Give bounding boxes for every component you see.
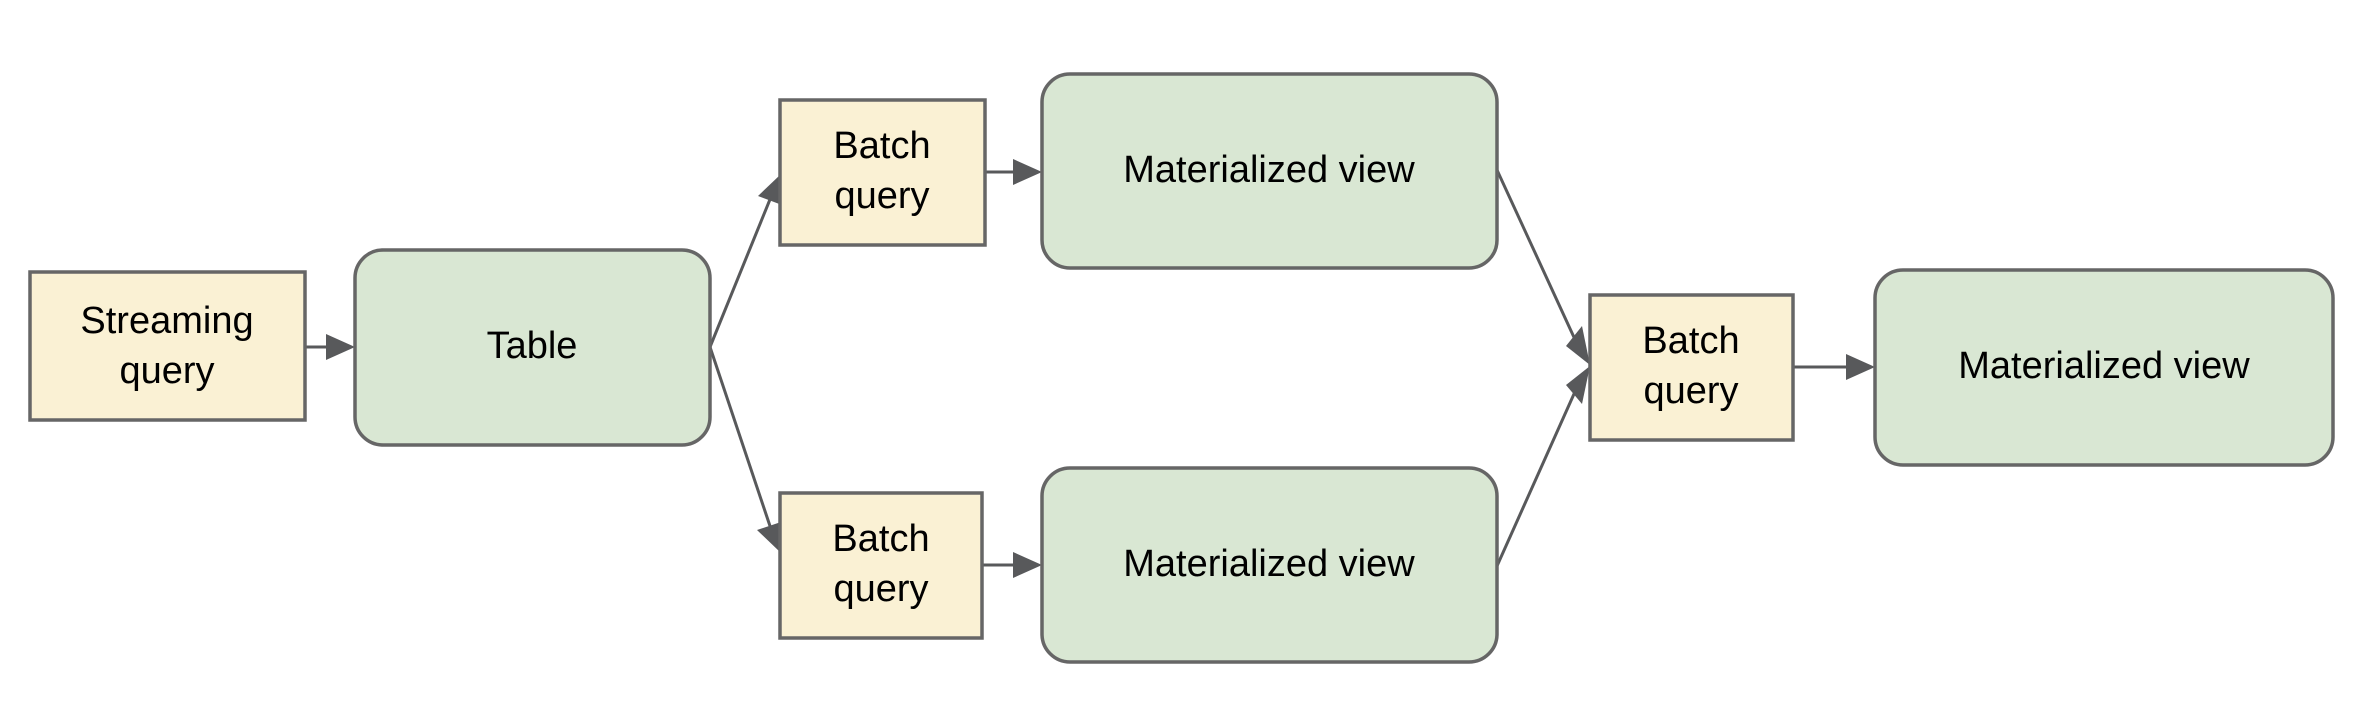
node-layer: Streaming query Table Batch query Materi… bbox=[28, 72, 2335, 664]
arrow-head-icon bbox=[757, 522, 781, 552]
node-batch-query-center[interactable]: Batch query bbox=[1588, 293, 1795, 442]
node-label-line: query bbox=[834, 175, 929, 217]
arrow-head-icon bbox=[758, 175, 782, 205]
node-label-line: Batch bbox=[833, 125, 930, 167]
node-label-line: Materialized view bbox=[1958, 345, 2250, 387]
edge-table-to-batch-bottom bbox=[708, 346, 781, 552]
edge-line bbox=[1495, 169, 1580, 347]
edge-mv-top-to-batch-center bbox=[1495, 169, 1590, 365]
node-shape[interactable] bbox=[1040, 466, 1499, 664]
node-materialized-view-right[interactable]: Materialized view bbox=[1873, 268, 2335, 467]
node-shape[interactable] bbox=[28, 270, 307, 422]
edge-line bbox=[1495, 384, 1580, 567]
node-shape[interactable] bbox=[1588, 293, 1795, 442]
edge-batch-center-to-mv-right bbox=[1793, 354, 1875, 380]
arrow-head-icon bbox=[1013, 159, 1042, 185]
edge-batch-bottom-to-mv-bottom bbox=[982, 552, 1042, 578]
arrow-head-icon bbox=[1013, 552, 1042, 578]
node-label-line: Materialized view bbox=[1123, 543, 1415, 585]
node-label-line: Materialized view bbox=[1123, 149, 1415, 191]
node-shape[interactable] bbox=[778, 98, 987, 247]
node-shape[interactable] bbox=[1873, 268, 2335, 467]
arrow-head-icon bbox=[1566, 326, 1590, 365]
arrow-head-icon bbox=[326, 334, 355, 360]
node-label-line: query bbox=[119, 350, 214, 392]
edge-mv-bottom-to-batch-center bbox=[1495, 366, 1590, 567]
node-materialized-view-top[interactable]: Materialized view bbox=[1040, 72, 1499, 270]
node-label-line: Batch bbox=[832, 518, 929, 560]
edge-layer bbox=[305, 159, 1875, 578]
node-table[interactable]: Table bbox=[353, 248, 712, 447]
node-label-line: query bbox=[1643, 370, 1738, 412]
node-shape[interactable] bbox=[778, 491, 984, 640]
node-shape[interactable] bbox=[1040, 72, 1499, 270]
arrow-head-icon bbox=[1846, 354, 1875, 380]
node-materialized-view-bottom[interactable]: Materialized view bbox=[1040, 466, 1499, 664]
arrow-head-icon bbox=[1566, 366, 1590, 404]
node-batch-query-bottom[interactable]: Batch query bbox=[778, 491, 984, 640]
node-label-line: Table bbox=[487, 325, 578, 367]
node-shape[interactable] bbox=[353, 248, 712, 447]
edge-line bbox=[708, 191, 775, 348]
edge-streaming-to-table bbox=[305, 334, 355, 360]
edge-batch-top-to-mv-top bbox=[985, 159, 1042, 185]
node-label-line: query bbox=[833, 568, 928, 610]
node-label-line: Batch bbox=[1642, 320, 1739, 362]
node-streaming-query[interactable]: Streaming query bbox=[28, 270, 307, 422]
node-label-line: Streaming bbox=[80, 300, 253, 342]
edge-table-to-batch-top bbox=[708, 175, 782, 348]
node-batch-query-top[interactable]: Batch query bbox=[778, 98, 987, 247]
edge-line bbox=[708, 346, 775, 536]
